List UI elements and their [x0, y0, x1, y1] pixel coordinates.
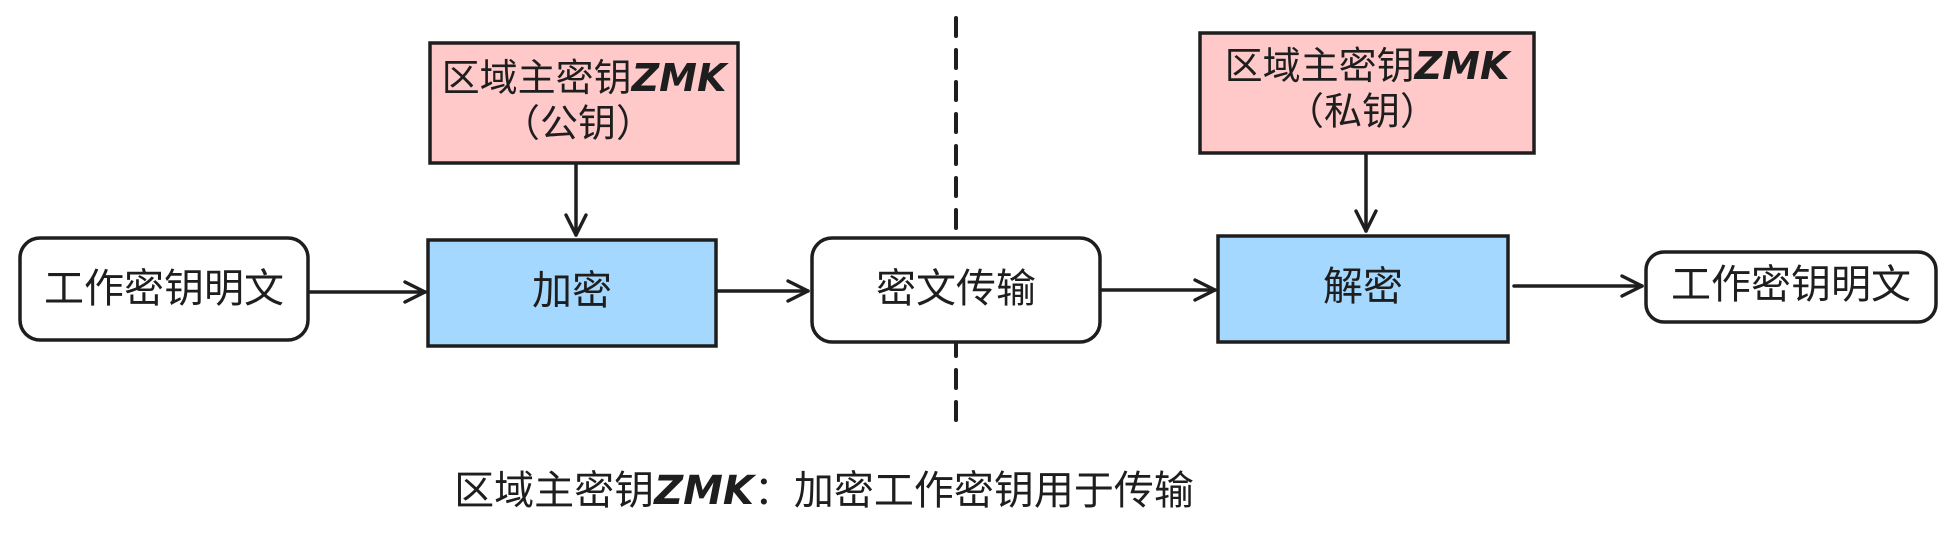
zmk-private-prefix: 区域主密钥: [1225, 44, 1415, 88]
zmk-private-key-node: 区域主密钥ZMK （私钥）: [1198, 31, 1536, 155]
ciphertext-label: 密文传输: [876, 266, 1036, 312]
encrypt-node: 加密: [426, 238, 718, 348]
diagram-caption: 区域主密钥ZMK：加密工作密钥用于传输: [454, 468, 1194, 514]
decrypt-box: [1216, 234, 1510, 344]
zmk-public-zmk: ZMK: [631, 56, 729, 100]
zmk-public-box: [428, 41, 740, 165]
ciphertext-node: 密文传输: [810, 236, 1102, 344]
caption-prefix: 区域主密钥: [454, 468, 654, 514]
plaintext-input-label: 工作密钥明文: [44, 266, 284, 312]
zmk-public-key-node: 区域主密钥ZMK （公钥）: [428, 41, 740, 165]
decrypt-node: 解密: [1216, 234, 1510, 344]
caption-zmk: ZMK: [652, 468, 757, 514]
zmk-private-box: [1198, 31, 1536, 155]
caption-suffix: ：加密工作密钥用于传输: [754, 468, 1194, 514]
zmk-public-prefix: 区域主密钥: [442, 56, 632, 100]
zmk-public-label-line2: （公钥）: [502, 102, 654, 146]
encrypt-box: [426, 238, 718, 348]
plaintext-output-node: 工作密钥明文: [1644, 250, 1938, 324]
zmk-public-label-line1: 区域主密钥ZMK: [442, 56, 729, 100]
decrypt-label: 解密: [1323, 264, 1403, 310]
zmk-private-label-line1: 区域主密钥ZMK: [1225, 44, 1512, 88]
zmk-private-zmk: ZMK: [1414, 44, 1512, 88]
plaintext-output-label: 工作密钥明文: [1671, 262, 1911, 308]
plaintext-input-node: 工作密钥明文: [18, 236, 310, 342]
zmk-private-label-line2: （私钥）: [1286, 90, 1438, 134]
encrypt-label: 加密: [532, 268, 612, 314]
